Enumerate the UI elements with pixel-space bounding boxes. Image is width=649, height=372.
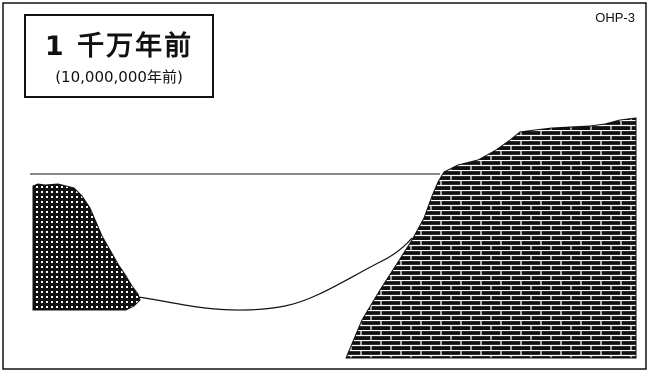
left-hill-dotted (32, 183, 141, 311)
subtitle: (10,000,000年前) (55, 68, 183, 86)
title-box: 1 千万年前 (10,000,000年前) (24, 14, 214, 98)
slide-label: OHP-3 (595, 10, 635, 25)
title: 1 千万年前 (44, 31, 194, 62)
valley-floor-profile (137, 237, 413, 311)
right-hill-brick (345, 117, 637, 359)
